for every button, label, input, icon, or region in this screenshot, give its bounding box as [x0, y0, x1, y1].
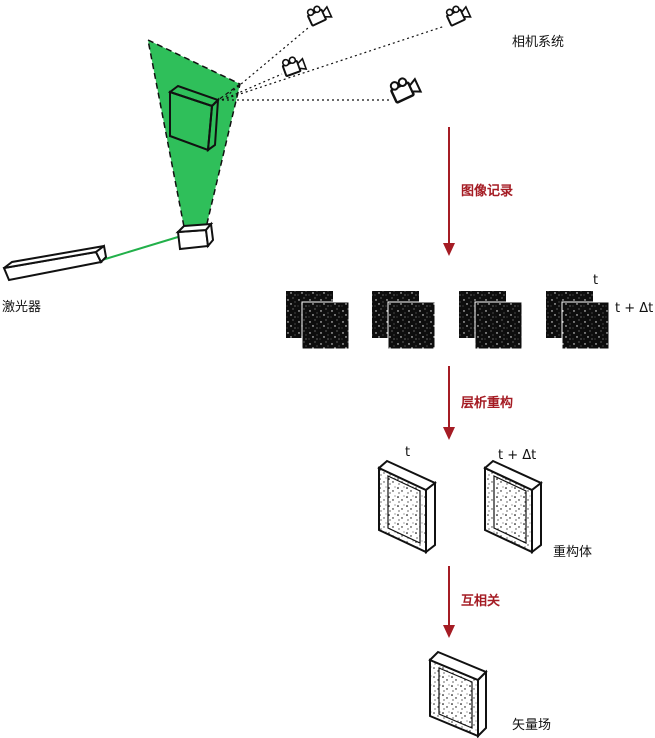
camera-icon [279, 52, 308, 78]
camera-icon [443, 1, 472, 27]
step-arrow-image-recording [443, 127, 455, 256]
camera-icon [304, 1, 333, 27]
volume-box-t [377, 459, 437, 555]
step-tomographic-reconstruction: 层析重构 [461, 395, 513, 411]
laser-label: 激光器 [2, 300, 41, 315]
laser-beam [101, 236, 179, 261]
camera-system-label: 相机系统 [512, 35, 564, 50]
laser-sheet-fill [148, 40, 240, 232]
step-image-recording: 图像记录 [461, 183, 513, 199]
image-time-label-t: t [593, 273, 598, 288]
laser-sheet [146, 38, 241, 233]
image-time-label-t-dt: t + Δt [615, 301, 653, 316]
laser-device [2, 236, 179, 282]
camera-icon [387, 72, 422, 104]
camera-view-lines [221, 25, 446, 101]
particle-image-pair [286, 291, 350, 350]
step-cross-correlation: 互相关 [461, 593, 500, 609]
volume-time-label-t: t [405, 445, 410, 460]
optics-box [175, 221, 215, 251]
step-arrow-cross-correlation [443, 566, 455, 638]
volume-time-label-t-dt: t + Δt [498, 448, 536, 463]
particle-images [286, 291, 610, 350]
particle-image-pair [459, 291, 523, 350]
volume-box-t-dt [483, 459, 543, 555]
vector-field-box [428, 650, 488, 738]
step-arrow-reconstruction [443, 366, 455, 440]
particle-image-pair [372, 291, 436, 350]
vector-field-label: 矢量场 [512, 718, 551, 733]
particle-image-pair [546, 291, 610, 350]
volume-label: 重构体 [553, 544, 592, 560]
